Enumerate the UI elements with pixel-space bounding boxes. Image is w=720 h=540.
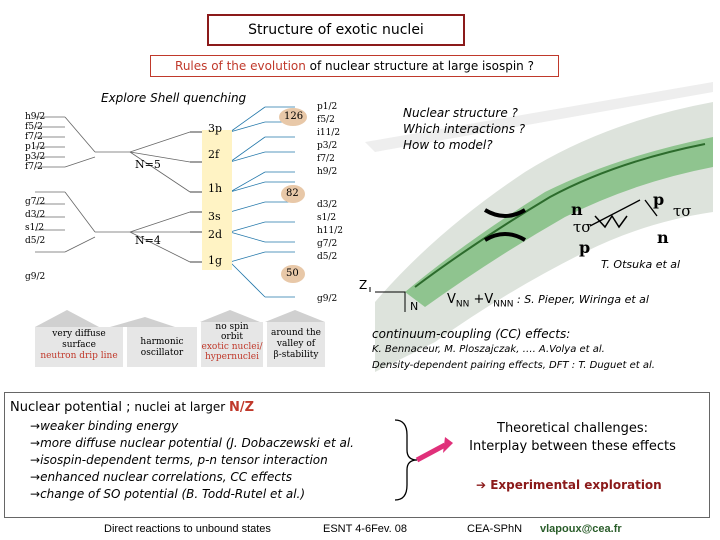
shell-diagram — [35, 106, 295, 298]
stable-valley — [405, 137, 713, 307]
magic-82: 82 — [286, 188, 299, 199]
list-item: →isospin-dependent terms, p-n tensor int… — [30, 453, 328, 467]
list-item: →enhanced nuclear correlations, CC effec… — [30, 470, 292, 484]
curved-arrow-top — [483, 208, 527, 218]
theory-box: Theoretical challenges: Interplay betwee… — [455, 420, 690, 456]
magic-126: 126 — [284, 111, 304, 122]
caption-no-spin: no spin orbit exotic nuclei/ hypernuclei — [201, 322, 263, 362]
shell-label-n5: N=5 — [135, 158, 161, 171]
slide-title: Structure of exotic nuclei — [207, 14, 465, 46]
shell-label-n4: N=4 — [135, 234, 161, 247]
mid-level-box — [202, 130, 232, 270]
list-item: →weaker binding energy — [30, 419, 179, 433]
footer-center: ESNT 4-6Fev. 08 — [323, 523, 407, 535]
tau-sigma-left: τσ — [573, 218, 592, 236]
question-model: How to model? — [403, 138, 493, 152]
list-item: →more diffuse nuclear potential (J. Doba… — [30, 436, 354, 450]
model-questions: Nuclear structure ? Which interactions ?… — [403, 105, 525, 153]
otsuka-credit: T. Otsuka et al — [601, 258, 681, 271]
rules-subtitle: Rules of the evolution of nuclear struct… — [150, 55, 559, 77]
rules-highlight: Rules of the evolution — [175, 59, 306, 73]
rules-rest: of nuclear structure at large isospin ? — [305, 59, 534, 73]
magic-50-bubble — [281, 265, 305, 283]
authors-dft: Density-dependent pairing effects, DFT :… — [372, 360, 655, 371]
curved-arrow-bottom — [483, 232, 527, 242]
diagram-svg — [35, 82, 713, 372]
potential-list: →weaker binding energy →more diffuse nuc… — [30, 418, 354, 503]
potential-title: Nuclear potential ; nuclei at larger N/Z — [10, 400, 255, 415]
potential-section — [4, 392, 710, 518]
tau-sigma-right: τσ — [673, 202, 692, 220]
neutron-label-left: n — [571, 200, 583, 219]
explore-label: Explore Shell quenching — [101, 91, 247, 105]
question-structure: Nuclear structure ? — [403, 106, 518, 120]
footer-org: CEA-SPhN — [467, 523, 523, 535]
caption-diffuse: very diffuse surface neutron drip line — [40, 329, 118, 361]
theory-line1: Theoretical challenges: — [497, 421, 648, 436]
authors-continuum: K. Bennaceur, M. Ploszajczak, …. A.Volya… — [372, 344, 605, 355]
question-interactions: Which interactions ? — [403, 122, 526, 136]
caption-valley: around the valley of β-stability — [270, 328, 322, 360]
diagram-panel: Explore Shell quenching Nuclear structur… — [5, 82, 713, 382]
wavy-interaction — [594, 214, 628, 229]
stability-line — [414, 143, 706, 288]
magic-126-bubble — [279, 108, 307, 126]
proton-label-right: p — [653, 190, 665, 209]
brace-arrow — [394, 419, 453, 501]
experimental-exploration: ➔ Experimental exploration — [476, 478, 662, 492]
axis-z-label: Z — [359, 278, 368, 292]
proton-label-left: p — [579, 238, 591, 257]
continuum-label: continuum-coupling (CC) effects: — [372, 327, 571, 341]
neutron-label-right: n — [657, 228, 669, 247]
theory-line2: Interplay between these effects — [469, 439, 676, 454]
caption-harmonic: harmonic oscillator — [140, 337, 184, 358]
footer-email[interactable]: vlapoux@cea.fr — [540, 523, 622, 535]
arrow-right-icon: ➔ — [476, 478, 491, 492]
magic-50: 50 — [286, 268, 299, 279]
vnn-line: VNN +VNNN : S. Pieper, Wiringa et al — [447, 292, 649, 310]
list-item: →change of SO potential (B. Todd-Rutel e… — [30, 487, 306, 501]
axis-n-label: N — [410, 300, 419, 313]
magic-82-bubble — [281, 185, 305, 203]
footer-left: Direct reactions to unbound states — [104, 523, 271, 535]
